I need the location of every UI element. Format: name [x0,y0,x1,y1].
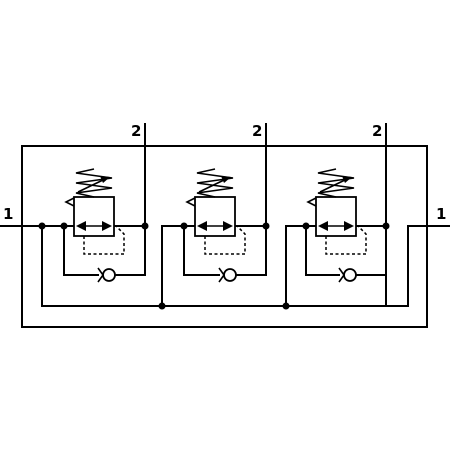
check-valve-icon [218,267,237,283]
junction-dots [38,222,390,310]
port-label-inlet-right: 1 [436,205,446,223]
port-label-outlet-2: 2 [252,122,262,140]
supply-right-return [41,225,409,307]
pilot-triangle-icon [185,197,196,207]
regulator-unit-1 [41,123,146,283]
pilot-triangle-icon [306,197,317,207]
spring-icon [196,168,234,198]
pilot-triangle-icon [64,197,75,207]
regulator-unit-3 [285,123,387,283]
adjustment-arrow-icon [77,179,104,193]
spring-icon [317,168,355,198]
port-label-outlet-3: 2 [372,122,382,140]
spring-icon [75,168,113,198]
adjustment-arrow-icon [319,179,346,193]
port-label-inlet-left: 1 [3,205,13,223]
valve-body-2 [194,196,236,237]
adjustment-arrow-icon [198,179,225,193]
regulator-unit-2 [161,123,267,283]
check-valve-icon [97,267,116,283]
port-label-outlet-1: 2 [131,122,141,140]
check-valve-icon [338,267,357,283]
valve-body-3 [315,196,357,237]
valve-body-1 [73,196,115,237]
